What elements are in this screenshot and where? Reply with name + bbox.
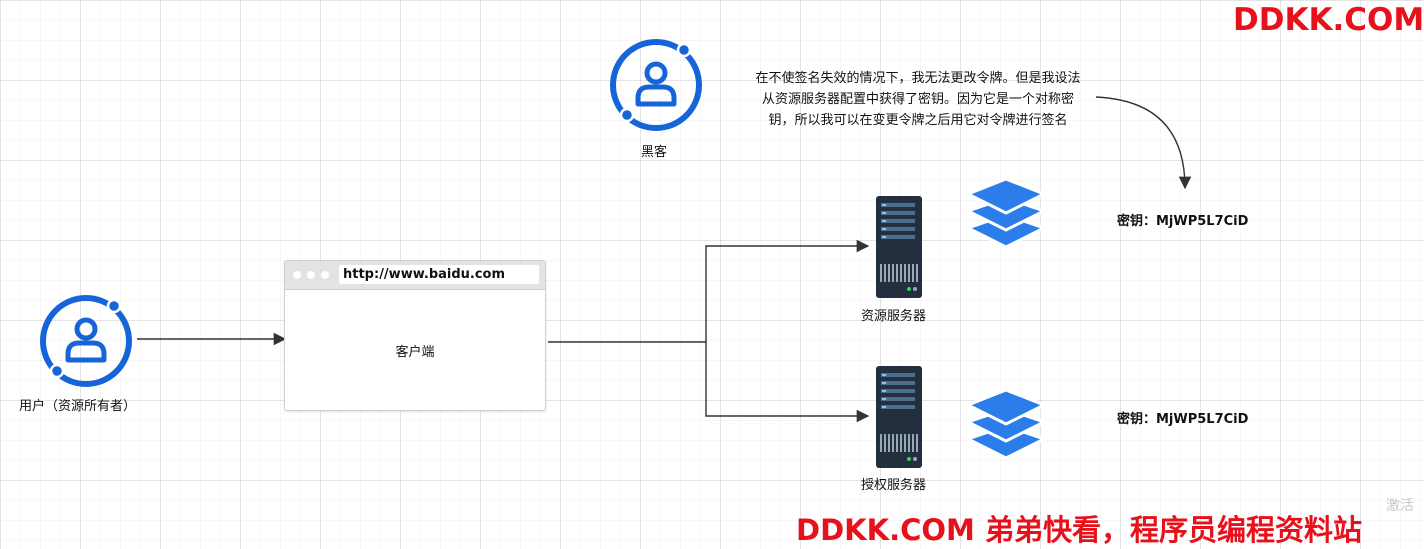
- auth-server-label: 授权服务器: [861, 478, 927, 493]
- window-dot-icon: [293, 271, 301, 279]
- layers-icon: [966, 388, 1046, 460]
- server-icon: [876, 196, 922, 298]
- hacker-note: 在不使签名失效的情况下，我无法更改令牌。但是我设法 从资源服务器配置中获得了密钥…: [712, 68, 1124, 131]
- auth-server-key: 密钥：MjWP5L7CiD: [1117, 412, 1249, 427]
- edge-note-key: [1095, 96, 1192, 190]
- resource-server-key: 密钥：MjWP5L7CiD: [1117, 214, 1249, 229]
- edge-client-auth: [705, 342, 870, 423]
- hacker-note-line: 从资源服务器配置中获得了密钥。因为它是一个对称密: [761, 92, 1074, 107]
- watermark-bottom: DDKK.COM 弟弟快看，程序员编程资料站: [796, 513, 1362, 547]
- hacker-note-line: 在不使签名失效的情况下，我无法更改令牌。但是我设法: [755, 71, 1081, 86]
- user-icon: [40, 295, 132, 387]
- hacker-note-line: 钥，所以我可以在变更令牌之后用它对令牌进行签名: [768, 113, 1068, 128]
- layers-icon: [966, 177, 1046, 249]
- edge-client-resource: [548, 239, 870, 343]
- browser-titlebar: http://www.baidu.com: [285, 261, 545, 290]
- window-dot-icon: [307, 271, 315, 279]
- client-browser-window: http://www.baidu.com 客户端: [284, 260, 546, 411]
- hacker-label: 黑客: [641, 145, 668, 160]
- watermark-top: DDKK.COM: [1233, 2, 1424, 38]
- activate-hint: 激活: [1386, 498, 1414, 514]
- server-icon: [876, 366, 922, 468]
- client-label: 客户端: [395, 345, 435, 360]
- hacker-icon: [610, 39, 702, 131]
- window-dot-icon: [321, 271, 329, 279]
- resource-server-label: 资源服务器: [861, 309, 927, 324]
- user-label: 用户（资源所有者）: [19, 399, 137, 414]
- browser-url: http://www.baidu.com: [339, 265, 539, 284]
